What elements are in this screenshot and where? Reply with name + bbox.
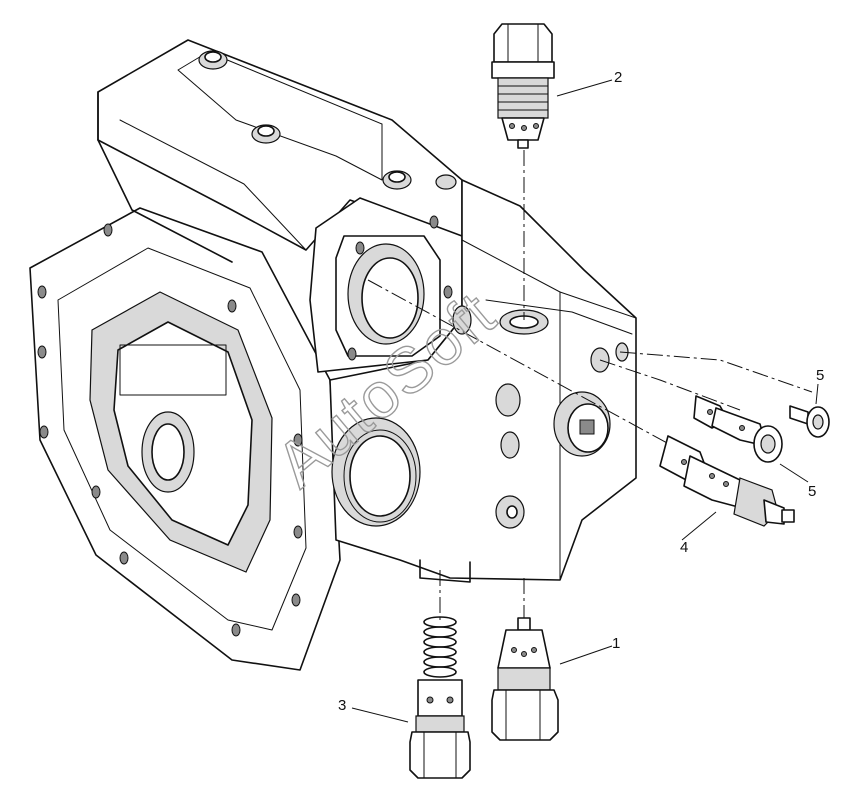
part-2-valve-cartridge (491, 23, 555, 149)
assembly-center-lines (367, 150, 813, 620)
pump-housing (29, 39, 637, 671)
callout-4: 4 (680, 539, 688, 556)
spring (423, 616, 457, 678)
part-4-spool-valve (659, 435, 795, 527)
leader-lines (351, 79, 819, 723)
part-5-bolt (789, 405, 830, 438)
part-1-valve-cartridge (491, 617, 559, 741)
part-5-spool (693, 395, 783, 463)
callout-2: 2 (614, 69, 622, 86)
callout-1: 1 (612, 635, 620, 652)
callout-5b: 5 (808, 483, 816, 500)
part-3-spring-cartridge (409, 616, 471, 779)
flange-bolt-holes (37, 223, 303, 637)
callout-5a: 5 (816, 367, 824, 384)
callout-3: 3 (338, 697, 346, 714)
